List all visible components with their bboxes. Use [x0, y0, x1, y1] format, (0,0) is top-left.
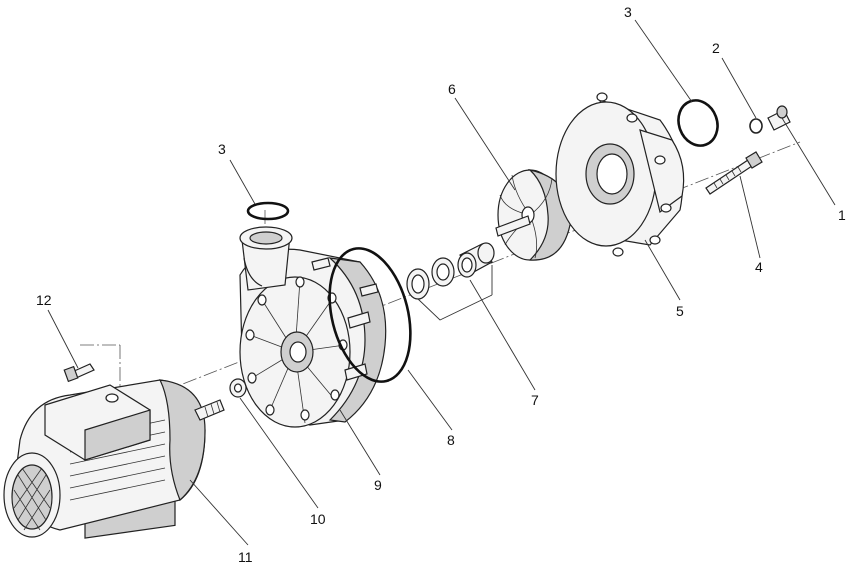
o-ring-part-3-left: [246, 201, 290, 221]
callout-9: 9: [374, 477, 382, 493]
callout-3-left: 3: [218, 141, 226, 157]
callout-11: 11: [238, 549, 253, 565]
callout-labels: 1 2 3 3 4 5 6 7 8 9 10 11 12: [36, 4, 846, 565]
motor-part-11: [3, 379, 225, 539]
mechanical-seal-part-7: [406, 242, 495, 321]
callout-4: 4: [755, 259, 763, 275]
callout-3-right: 3: [624, 4, 632, 20]
o-ring-part-3-right: [677, 99, 719, 147]
callout-2: 2: [712, 40, 720, 56]
callout-1: 1: [838, 207, 846, 223]
pump-cover-part-5: [555, 92, 685, 257]
bolt-part-4: [705, 151, 763, 195]
pump-housing-part-9: [239, 226, 387, 428]
callout-10: 10: [310, 511, 326, 527]
callout-8: 8: [447, 432, 455, 448]
gasket-part-8: [328, 247, 412, 383]
screw-part-12: [63, 363, 95, 383]
callout-5: 5: [676, 303, 684, 319]
washer-part-10: [229, 378, 247, 398]
callout-7: 7: [531, 392, 539, 408]
small-ring-part-2: [749, 118, 763, 134]
callout-6: 6: [448, 81, 456, 97]
leader-lines: [47, 19, 836, 546]
callout-12: 12: [36, 292, 52, 308]
